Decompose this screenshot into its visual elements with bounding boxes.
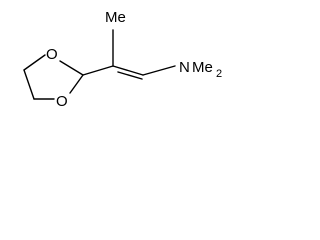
bond-ch-n: [142, 65, 176, 76]
chemical-structure: Me O O N Me 2: [23, 9, 222, 110]
bond-c2-o3: [69, 74, 84, 94]
bond-c2-calkene: [82, 65, 114, 76]
double-bond-outer: [112, 65, 144, 76]
bond-c5-o1: [23, 54, 46, 71]
methyl-label: Me: [105, 9, 126, 26]
bond-o1-c2: [59, 60, 84, 76]
oxygen-upper-label: O: [46, 46, 58, 63]
bond-c4-c5: [23, 69, 35, 100]
amine-methyl-label: Me: [192, 59, 213, 76]
nitrogen-label: N: [179, 59, 190, 76]
oxygen-lower-label: O: [56, 93, 68, 110]
double-bond-inner: [117, 71, 143, 80]
amine-methyl-count: 2: [216, 68, 222, 80]
